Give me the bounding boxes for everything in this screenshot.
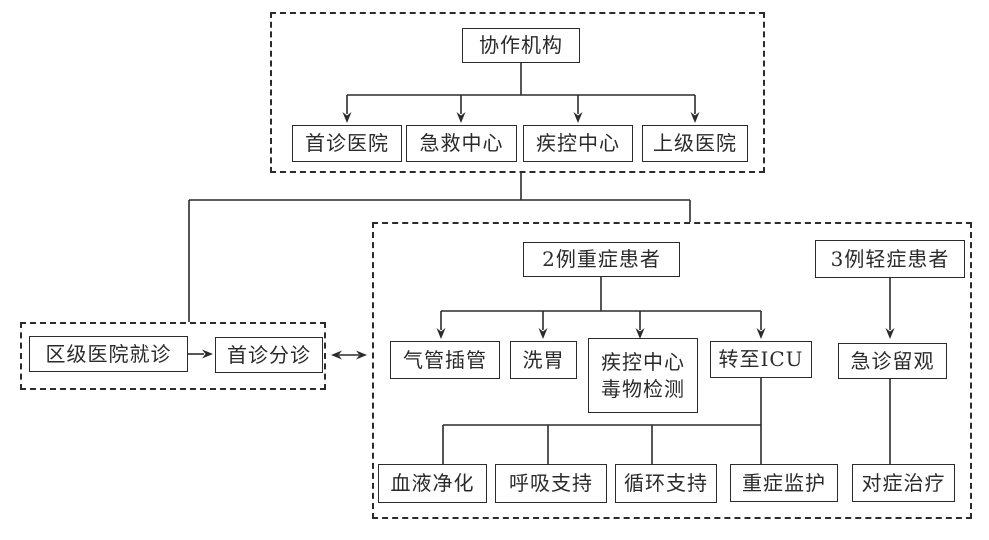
node-superior-hospital: 上级医院 xyxy=(642,125,748,162)
node-mild-patients: 3例轻症患者 xyxy=(815,240,965,278)
treatment-group-frame xyxy=(372,222,972,519)
node-tracheal-intubation: 气管插管 xyxy=(390,341,500,379)
collab-group-frame xyxy=(270,12,765,173)
node-intensive-care: 重症监护 xyxy=(730,464,838,502)
node-blood-purification: 血液净化 xyxy=(378,464,487,503)
node-collab-org: 协作机构 xyxy=(462,28,580,63)
node-symptomatic-treatment: 对症治疗 xyxy=(852,464,955,502)
node-severe-patients: 2例重症患者 xyxy=(523,242,680,277)
node-respiratory-support: 呼吸支持 xyxy=(495,464,607,503)
node-cdc-toxin-test: 疾控中心 毒物检测 xyxy=(588,338,698,413)
node-first-triage: 首诊分诊 xyxy=(215,337,323,373)
node-transfer-icu: 转至ICU xyxy=(710,341,812,378)
node-first-visit-hospital: 首诊医院 xyxy=(292,125,402,162)
left-triage-group-frame xyxy=(20,322,326,390)
node-circulatory-support: 循环支持 xyxy=(615,464,717,503)
node-cdc-center: 疾控中心 xyxy=(523,125,633,162)
node-emergency-center: 急救中心 xyxy=(406,125,517,162)
node-district-hospital-visit: 区级医院就诊 xyxy=(29,336,188,372)
node-er-observation: 急诊留观 xyxy=(838,343,947,379)
node-gastric-lavage: 洗胃 xyxy=(510,341,577,379)
